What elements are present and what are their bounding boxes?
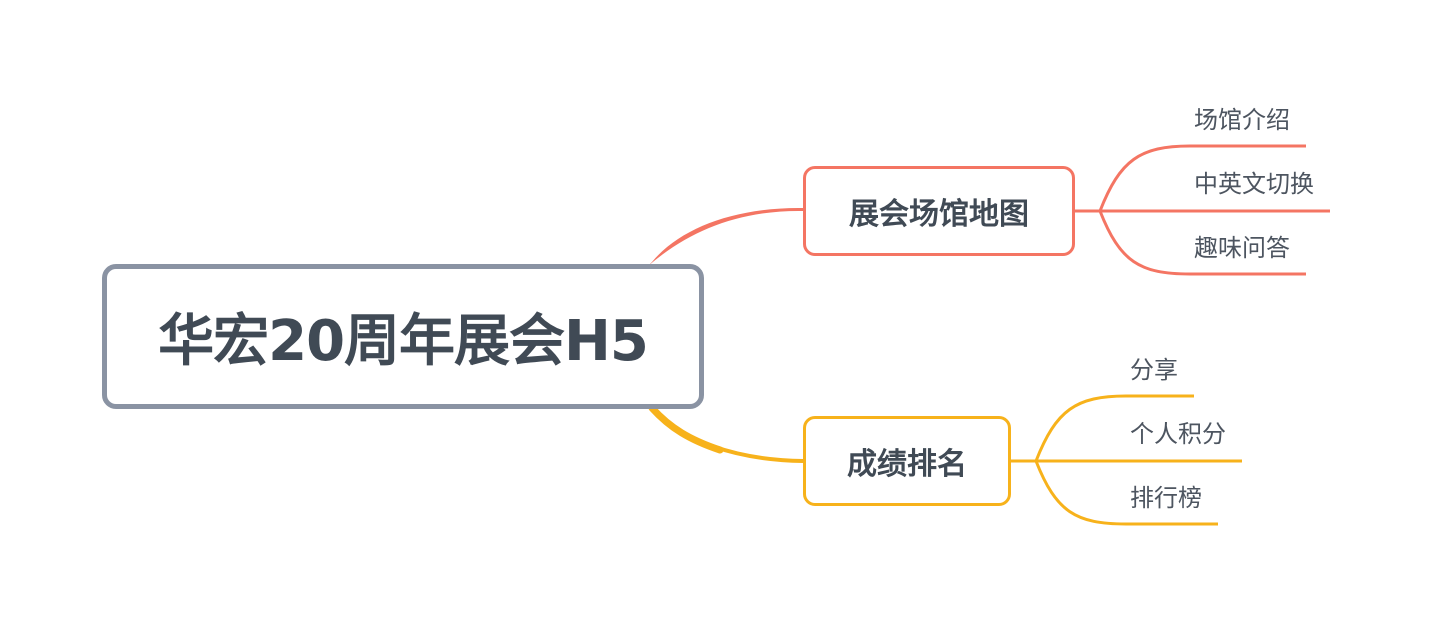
root-to-branch-ranking-line-thick [648,404,724,454]
leaf-line-quiz [1098,210,1306,276]
branch-topic-venue-map[interactable]: 展会场馆地图 [803,166,1075,256]
root-to-branch-venue-map-line [648,207,803,266]
leaf-topic-personal-points[interactable]: 个人积分 [1130,420,1226,448]
leaf-topic-language-switch[interactable]: 中英文切换 [1194,170,1314,198]
root-topic[interactable]: 华宏20周年展会H5 [102,264,704,409]
leaf-line-share [1034,394,1194,462]
leaf-topic-quiz[interactable]: 趣味问答 [1194,234,1290,262]
leaf-topic-leaderboard[interactable]: 排行榜 [1130,484,1202,512]
leaf-line-leaderboard [1034,460,1218,526]
leaf-line-venue-intro [1098,144,1306,212]
leaf-topic-venue-intro[interactable]: 场馆介绍 [1194,106,1290,134]
leaf-topic-share[interactable]: 分享 [1130,356,1178,384]
branch-topic-ranking[interactable]: 成绩排名 [803,416,1011,506]
root-to-branch-ranking-line [650,406,804,463]
